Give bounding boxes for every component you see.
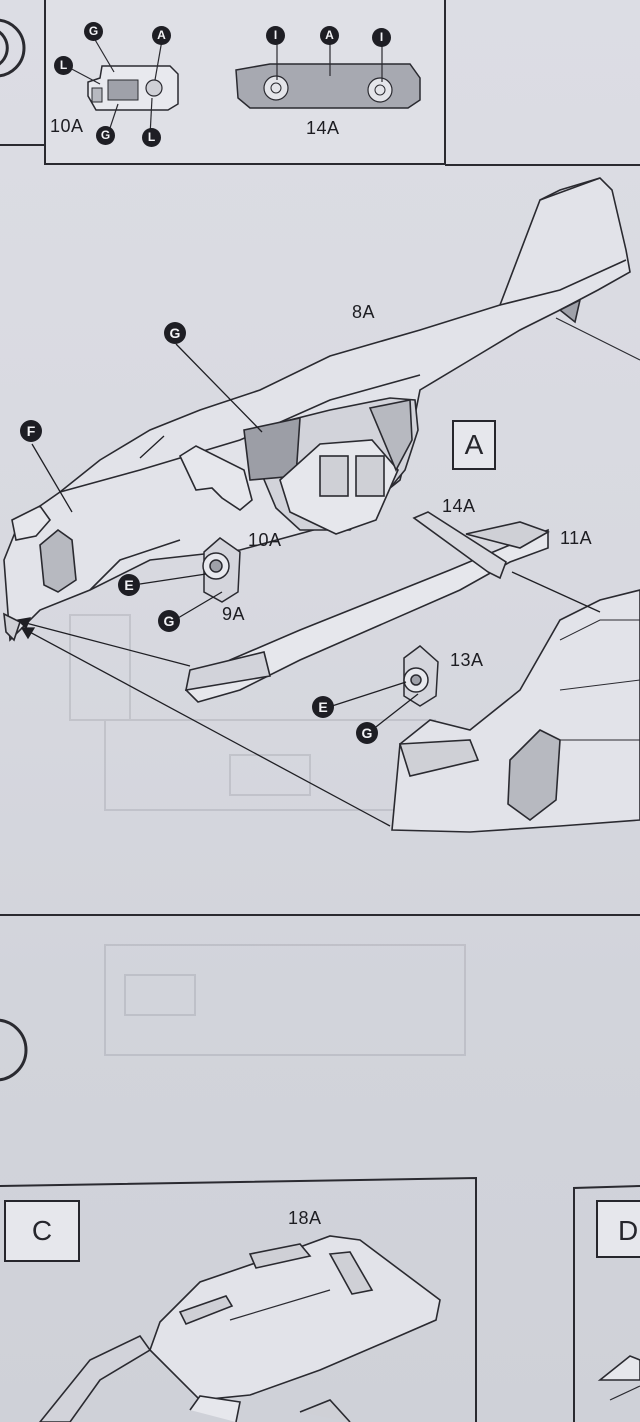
assembly-arrows	[16, 343, 601, 827]
inset-callout-l-bottom: L	[142, 128, 161, 147]
callout-e-intake-right: E	[312, 696, 334, 718]
inset-callout-a-right: A	[320, 26, 339, 45]
inset-frame	[0, 0, 640, 166]
intake-fan-9a	[202, 537, 241, 603]
step-circle-partial-top	[0, 18, 26, 78]
label-18a: 18A	[288, 1208, 322, 1228]
label-8a: 8A	[352, 302, 376, 322]
label-13a: 13A	[450, 650, 484, 670]
inset-label-10a: 10A	[50, 116, 84, 136]
callout-g-intake-right: G	[356, 722, 378, 744]
inset-callout-g-bottom: G	[96, 126, 115, 145]
lower-panels	[0, 1176, 640, 1422]
inset-callout-i-left: I	[266, 26, 285, 45]
label-11a: 11A	[560, 528, 593, 548]
wing-part-18a	[38, 1235, 640, 1422]
callout-g-intake-left: G	[158, 610, 180, 632]
label-14a: 14A	[442, 496, 476, 516]
cockpit-floor-11a	[184, 511, 550, 703]
inset-label-14a: 14A	[306, 118, 340, 138]
callout-f-nose: F	[20, 420, 42, 442]
assembly-box-a: A	[452, 420, 496, 470]
fuselage-half-right	[391, 589, 640, 833]
step-circle-partial-middle	[0, 1018, 28, 1082]
intake-fan-13a	[403, 645, 439, 707]
fuselage-half-8a	[3, 177, 640, 642]
callout-e-intake-left: E	[118, 574, 140, 596]
label-9a: 9A	[222, 604, 246, 624]
panel-box-c: C	[4, 1200, 80, 1262]
label-10a: 10A	[248, 530, 282, 550]
inset-callout-i-right: I	[372, 28, 391, 47]
bleed-through-shapes	[69, 614, 466, 1056]
inset-callout-a: A	[152, 26, 171, 45]
inset-callout-g-top: G	[84, 22, 103, 41]
callout-g-cockpit: G	[164, 322, 186, 344]
panel-box-d: D	[596, 1200, 640, 1258]
inset-callout-l-left: L	[54, 56, 73, 75]
